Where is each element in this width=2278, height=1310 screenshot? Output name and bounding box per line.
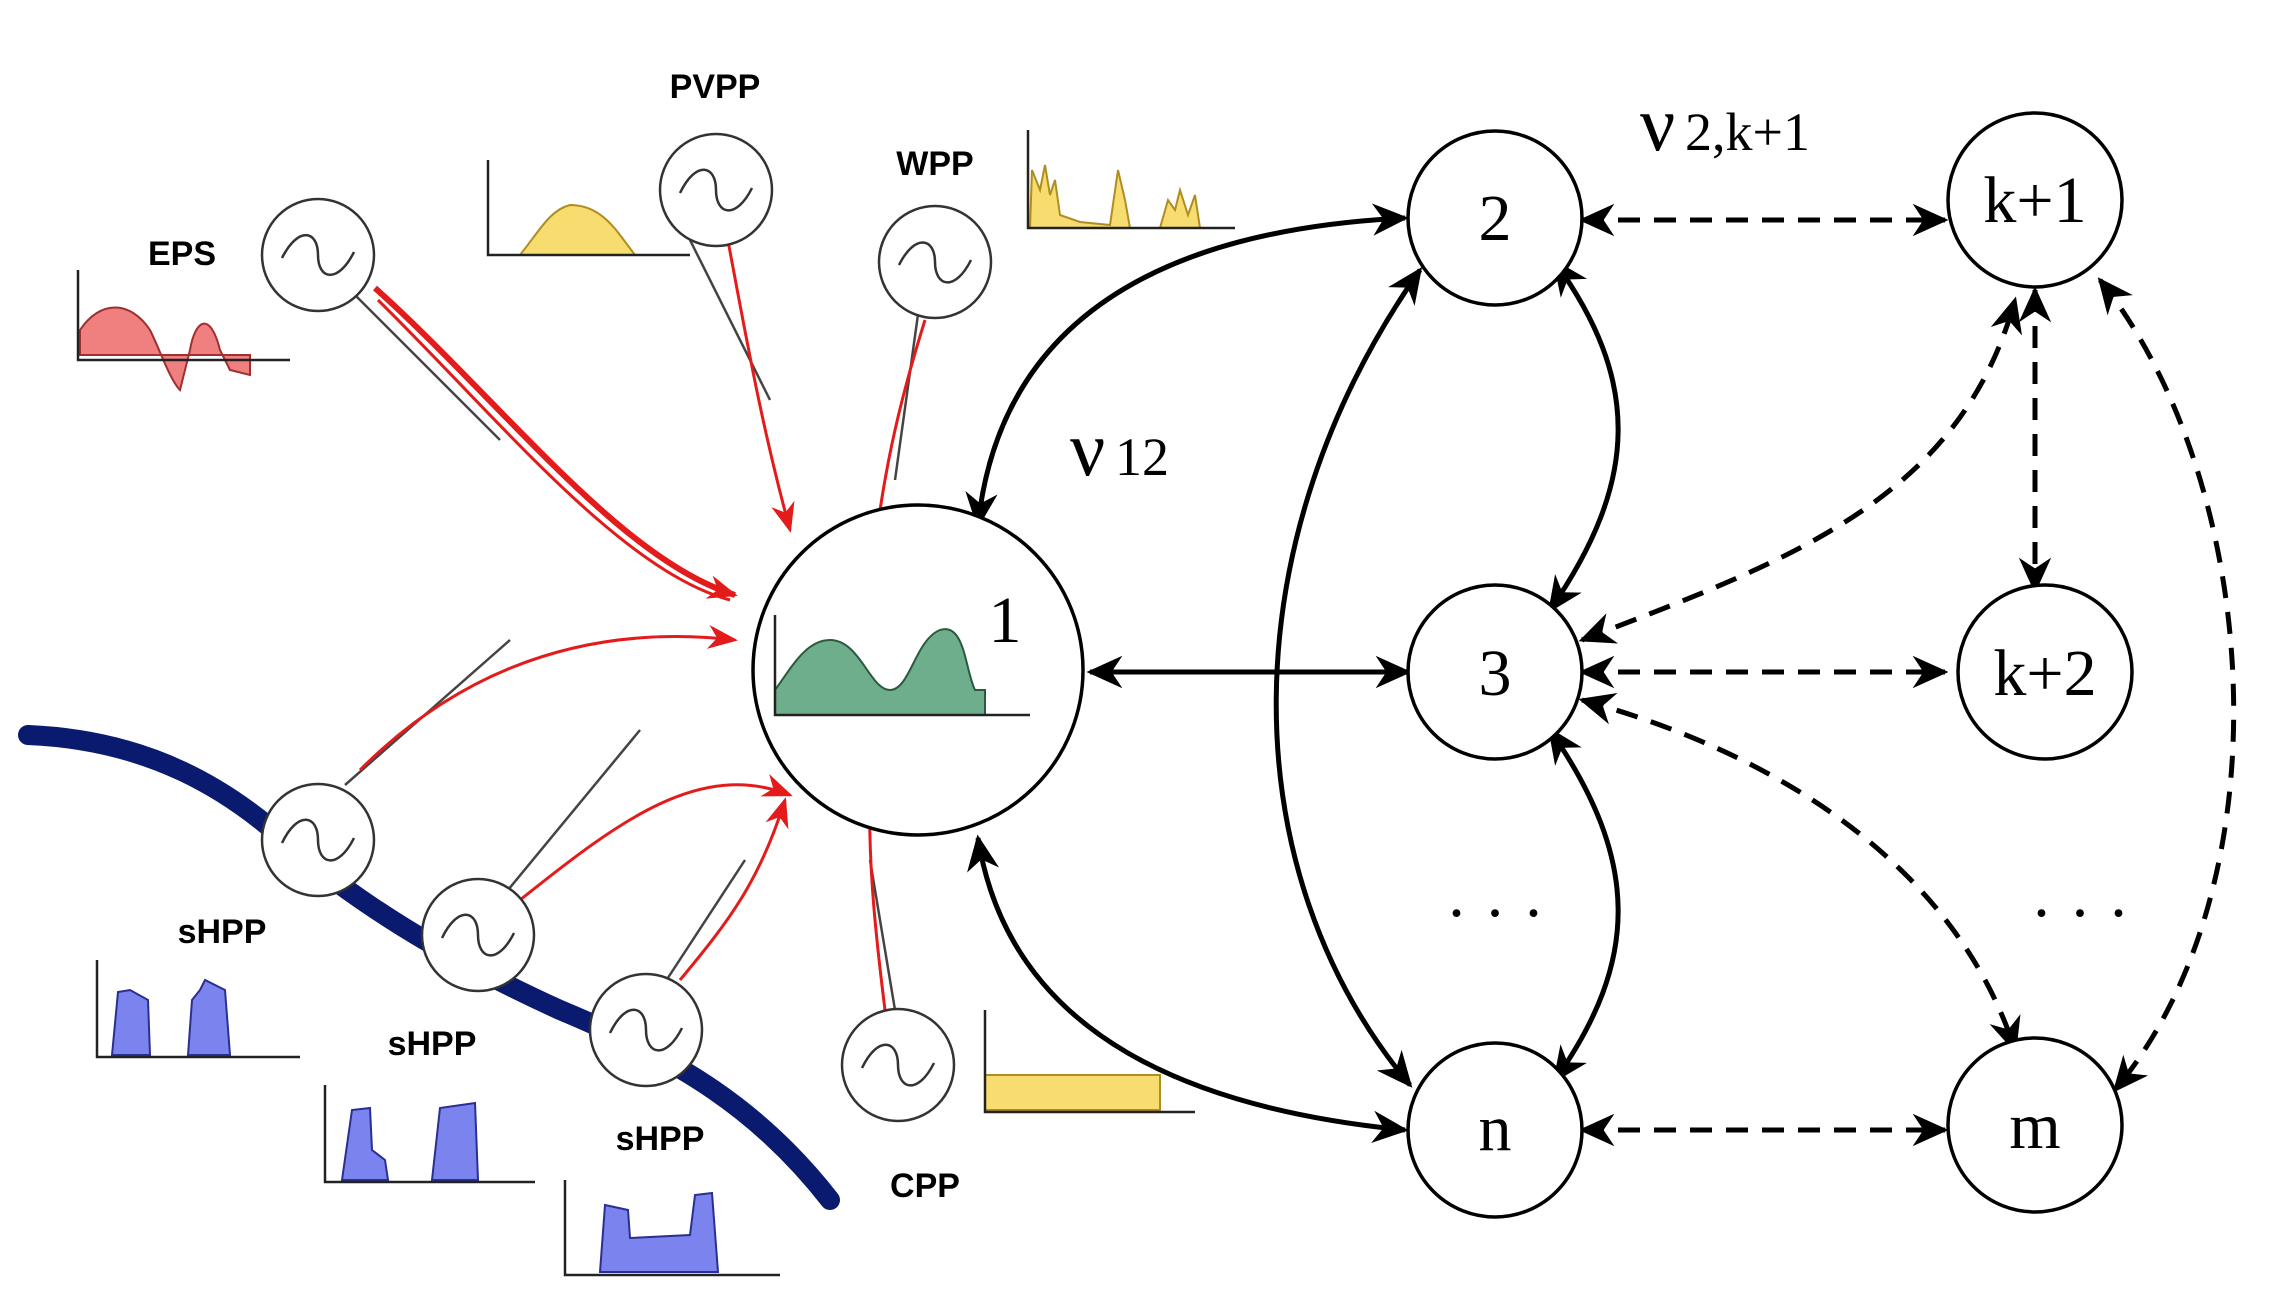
node-m-label: m bbox=[2009, 1090, 2060, 1163]
shpp2-hydro-chart bbox=[340, 1101, 480, 1181]
wpp-plant: WPP bbox=[877, 130, 1235, 320]
red-generation-arrows bbox=[358, 224, 927, 1011]
ellipsis-left: · · · bbox=[1446, 877, 1545, 950]
pvpp-solar-chart bbox=[517, 203, 637, 256]
ellipsis-right: · · · bbox=[2031, 877, 2130, 950]
node-n: n bbox=[1406, 1041, 1584, 1219]
nu2k1-label: ν 2,k+1 bbox=[1640, 80, 1810, 167]
node-m: m bbox=[1946, 1036, 2124, 1214]
eps-plant: EPS bbox=[76, 197, 376, 392]
nu2k1-main: ν bbox=[1640, 80, 1675, 167]
shpp3-label: sHPP bbox=[616, 1120, 705, 1158]
nu12-label: ν 12 bbox=[1070, 405, 1169, 492]
node-k2-label: k+2 bbox=[1993, 637, 2096, 710]
hub-node-label: 1 bbox=[989, 584, 1022, 657]
shpp1-label: sHPP bbox=[178, 913, 267, 951]
hub-node-1: 1 bbox=[751, 503, 1085, 837]
node-n-label: n bbox=[1479, 1092, 1512, 1165]
load-curve bbox=[774, 628, 986, 716]
cpp-label: CPP bbox=[890, 1167, 960, 1205]
nu12-sub: 12 bbox=[1115, 427, 1169, 487]
shpp1-plant: sHPP bbox=[95, 782, 376, 1059]
generator-feeds bbox=[344, 239, 922, 1011]
node-k1-label: k+1 bbox=[1983, 164, 2086, 237]
shpp1-hydro-chart bbox=[110, 978, 232, 1056]
node-k1: k+1 bbox=[1946, 111, 2124, 289]
pvpp-label: PVPP bbox=[670, 68, 761, 106]
nu12-main: ν bbox=[1070, 405, 1105, 492]
dashed-network-edges bbox=[1578, 203, 2237, 1147]
wpp-label: WPP bbox=[896, 145, 973, 183]
shpp2-plant: sHPP bbox=[323, 877, 536, 1184]
node-3-label: 3 bbox=[1479, 637, 1512, 710]
shpp2-label: sHPP bbox=[388, 1025, 477, 1063]
cpp-plant: CPP bbox=[840, 1007, 1195, 1205]
node-2-label: 2 bbox=[1479, 182, 1512, 255]
node-k2: k+2 bbox=[1956, 583, 2134, 761]
wpp-wind-chart bbox=[1028, 164, 1202, 229]
cpp-constant-chart bbox=[984, 1074, 1161, 1111]
river-line bbox=[18, 725, 840, 1210]
nu2k1-sub: 2,k+1 bbox=[1685, 102, 1810, 162]
node-2: 2 bbox=[1406, 129, 1584, 307]
shpp3-hydro-chart bbox=[598, 1191, 720, 1273]
eps-wave-chart bbox=[79, 306, 251, 392]
pvpp-plant: PVPP bbox=[486, 68, 774, 257]
shpp3-plant: sHPP bbox=[563, 972, 780, 1277]
node-3: 3 bbox=[1406, 583, 1584, 761]
eps-label: EPS bbox=[148, 235, 216, 273]
